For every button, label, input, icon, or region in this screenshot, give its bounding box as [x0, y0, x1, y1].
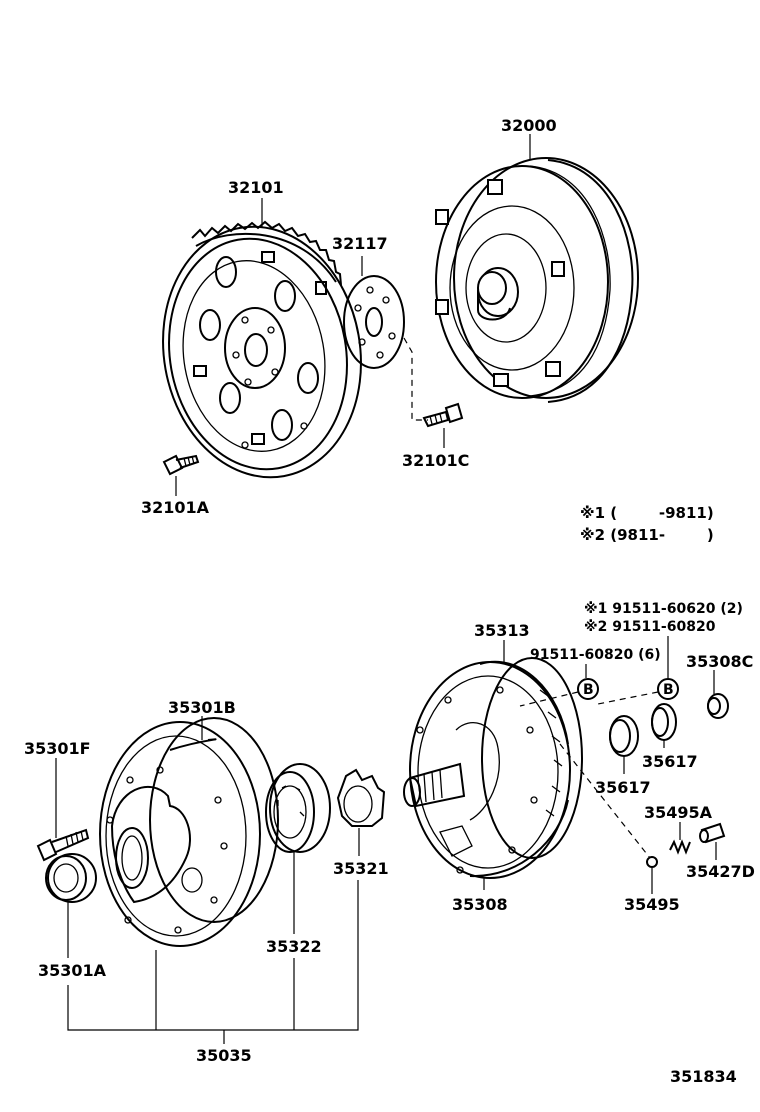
bolt-35301f: [36, 828, 90, 862]
label-35301a: 35301A: [38, 961, 107, 980]
drive-plate-32101: [162, 220, 362, 479]
label-35308: 35308: [452, 895, 508, 914]
label-35495a: 35495A: [644, 803, 713, 822]
label-35617-b: 35617: [642, 752, 698, 771]
label-35495: 35495: [624, 895, 680, 914]
check-ball-35495: [646, 856, 658, 868]
label-35301b: 35301B: [168, 698, 236, 717]
label-32000: 32000: [501, 116, 557, 135]
bolt-note-2: ※2 91511-60820: [584, 619, 716, 635]
label-32101: 32101: [228, 178, 284, 197]
seal-ring-35308c: [707, 693, 729, 719]
drive-gear-35321: [336, 768, 386, 827]
oil-seal-35301a: [45, 853, 97, 903]
label-35313: 35313: [474, 621, 530, 640]
label-32101a: 32101A: [141, 498, 210, 517]
seal-ring-35617-b: [651, 703, 677, 741]
diagram-ref-number: 351834: [670, 1067, 737, 1086]
oil-pump-body-35301b: [99, 717, 279, 947]
label-35427d: 35427D: [686, 862, 755, 881]
label-35035: 35035: [196, 1046, 252, 1065]
callout-b-2: B: [657, 678, 679, 700]
bolt-32101a: [162, 454, 200, 476]
stator-shaft-35308: [403, 657, 583, 879]
svg-text:B: B: [663, 682, 674, 698]
bolt-note-main: 91511-60820 (6): [530, 647, 661, 663]
label-35322: 35322: [266, 937, 322, 956]
label-35301f: 35301F: [24, 739, 91, 758]
label-35308c: 35308C: [686, 652, 753, 671]
bolt-note-1: ※1 91511-60620 (2): [584, 601, 743, 617]
bolt-32101c: [422, 402, 464, 428]
spacer-32117: [343, 275, 405, 369]
label-35617-a: 35617: [595, 778, 651, 797]
label-35321: 35321: [333, 859, 389, 878]
note-2: ※2 (9811- ): [580, 526, 714, 544]
spring-35495a: [669, 839, 691, 855]
plug-35427d: [699, 822, 726, 844]
label-32101c: 32101C: [402, 451, 469, 470]
note-1: ※1 ( -9811): [580, 504, 714, 522]
label-32117: 32117: [332, 234, 388, 253]
callout-b-1: B: [577, 678, 599, 700]
seal-ring-35617-a: [609, 715, 639, 757]
driven-gear-35322: [265, 763, 331, 853]
torque-converter-32000: [435, 157, 639, 403]
svg-text:B: B: [583, 682, 594, 698]
